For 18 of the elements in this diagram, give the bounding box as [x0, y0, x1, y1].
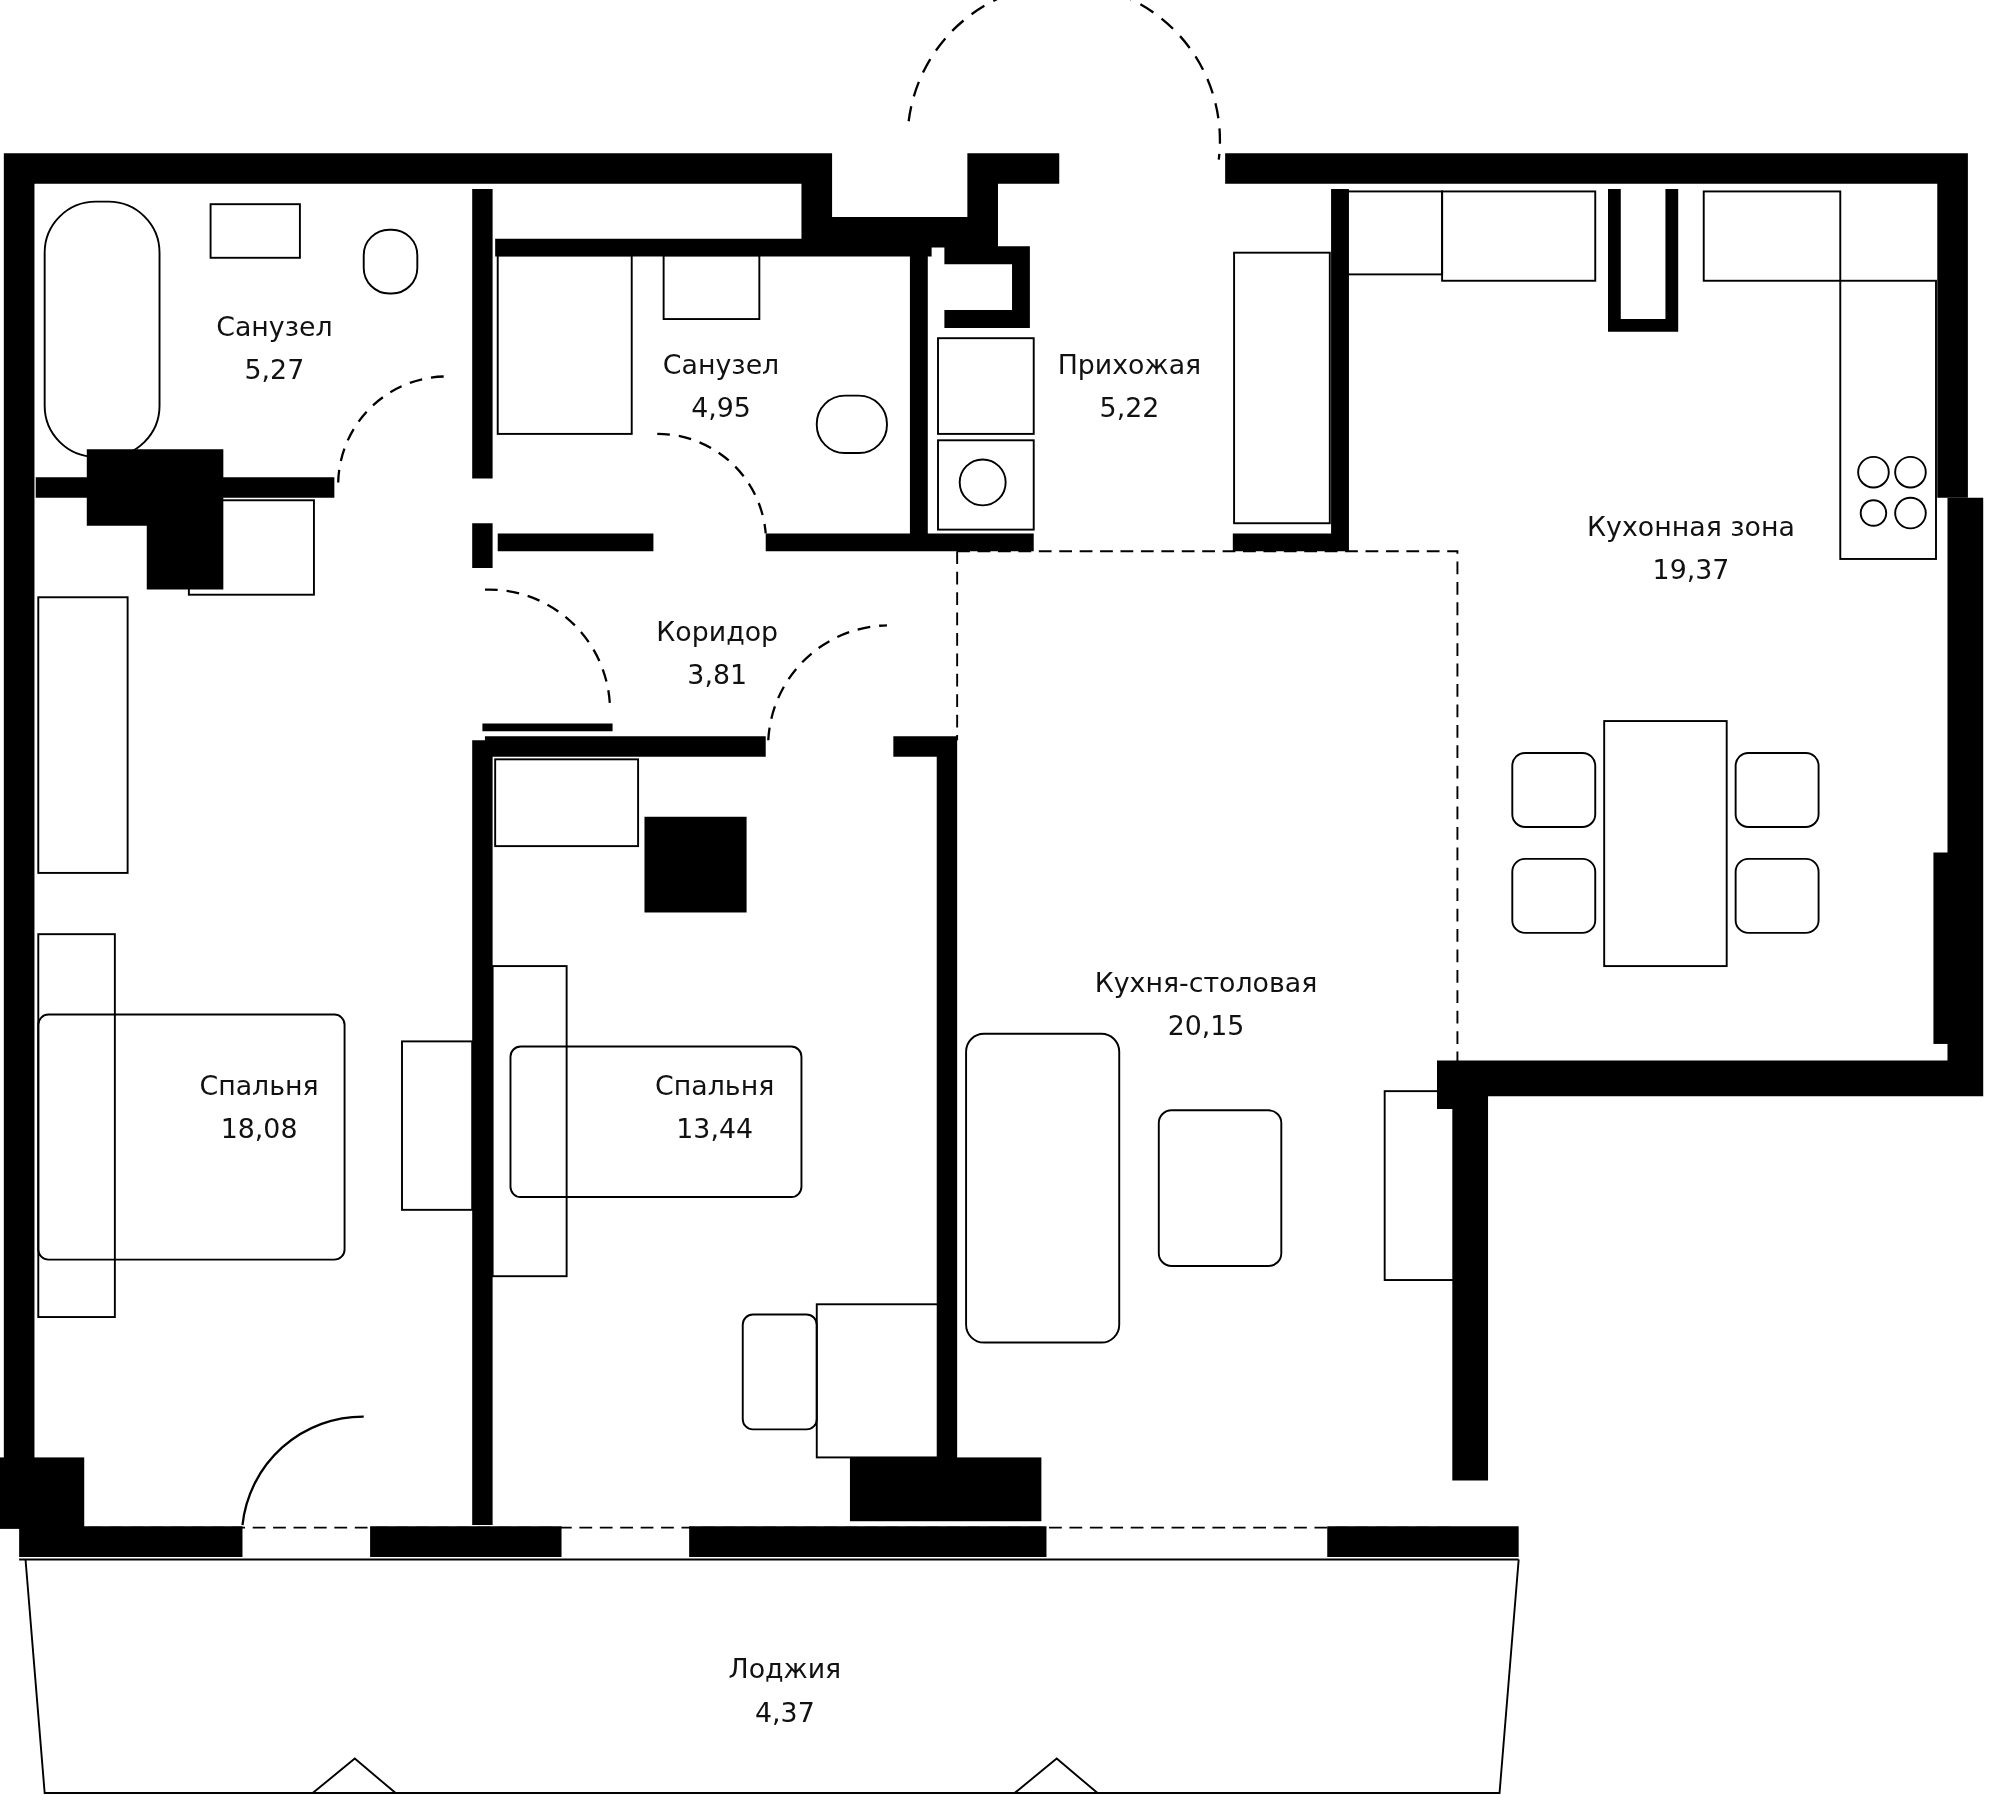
room-area: 4,95 — [662, 386, 780, 431]
room-name: Коридор — [656, 615, 779, 650]
room-area: 5,22 — [1057, 386, 1202, 431]
room-name: Спальня — [199, 1069, 319, 1104]
room-area: 4,37 — [728, 1690, 842, 1735]
room-name: Санузел — [216, 310, 333, 344]
room-area: 3,81 — [656, 653, 779, 697]
room-name: Лоджия — [728, 1652, 842, 1687]
room-name: Кухонная зона — [1587, 510, 1795, 545]
room-name: Санузел — [662, 348, 780, 383]
room-name: Спальня — [655, 1069, 775, 1104]
room-area: 20,15 — [1094, 1004, 1318, 1048]
room-name: Прихожая — [1057, 348, 1202, 383]
room-area: 13,44 — [655, 1107, 775, 1152]
room-area: 5,27 — [216, 348, 333, 392]
room-area: 18,08 — [199, 1107, 319, 1152]
room-area: 19,37 — [1587, 548, 1795, 593]
room-name: Кухня-столовая — [1094, 966, 1318, 1000]
